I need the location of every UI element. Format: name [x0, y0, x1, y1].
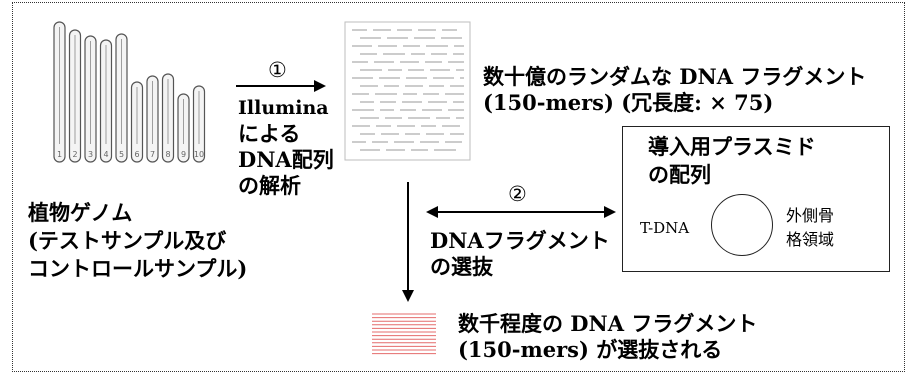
diagram-frame	[12, 2, 905, 372]
chromosome-number: 3	[88, 150, 93, 159]
plasmid-backbone-line2: 格領域	[786, 230, 835, 249]
arrow-step1-head	[314, 80, 326, 92]
plasmid-box	[622, 126, 890, 272]
chromosome-number: 1	[57, 150, 62, 159]
fragments-line2: (150-mers) (冗長度: × 75)	[483, 90, 774, 115]
chromosome-number: 2	[72, 150, 77, 159]
step1-marker: ①	[268, 58, 287, 82]
step1-line2: による	[238, 121, 301, 146]
arrow-down-head	[402, 290, 414, 302]
arrow-step2-head-left	[426, 206, 438, 218]
plasmid-circle	[711, 194, 773, 256]
chromosome-number: 6	[134, 150, 139, 159]
selected-fragment-lines	[372, 313, 436, 355]
genome-label-line2: (テストサンプル及び	[28, 228, 227, 253]
fragment-dashes	[352, 29, 464, 151]
plasmid-title-line2: の配列	[648, 162, 711, 187]
plasmid-title-line1: 導入用プラスミド	[648, 134, 816, 159]
arrow-step2-head-right	[604, 206, 616, 218]
chromosome-number: 10	[194, 150, 204, 159]
plasmid-backbone-line1: 外側骨	[786, 206, 835, 225]
step2-line2: の選抜	[430, 254, 493, 279]
result-line1: 数千程度の DNA フラグメント	[458, 311, 758, 336]
genome-label-line1: 植物ゲノム	[28, 200, 133, 225]
fragments-line1: 数十億のランダムな DNA フラグメント	[483, 64, 867, 89]
step1-line1: Illumina	[238, 97, 329, 119]
step2-line1: DNAフラグメント	[430, 228, 610, 253]
result-line2: (150-mers) が選抜される	[458, 337, 723, 362]
plasmid-tdna-label: T-DNA	[640, 219, 690, 237]
chromosome-number: 4	[103, 150, 108, 159]
step1-line3: DNA配列	[238, 147, 334, 172]
step2-marker: ②	[508, 182, 527, 206]
chromosome-number: 9	[181, 150, 186, 159]
chromosome-number: 5	[119, 150, 124, 159]
fragment-sheet	[344, 21, 471, 161]
step1-line4: の解析	[238, 173, 301, 198]
chromosome-number: 8	[165, 150, 170, 159]
genome-label-line3: コントロールサンプル)	[28, 256, 248, 281]
chromosome-number: 7	[150, 150, 155, 159]
